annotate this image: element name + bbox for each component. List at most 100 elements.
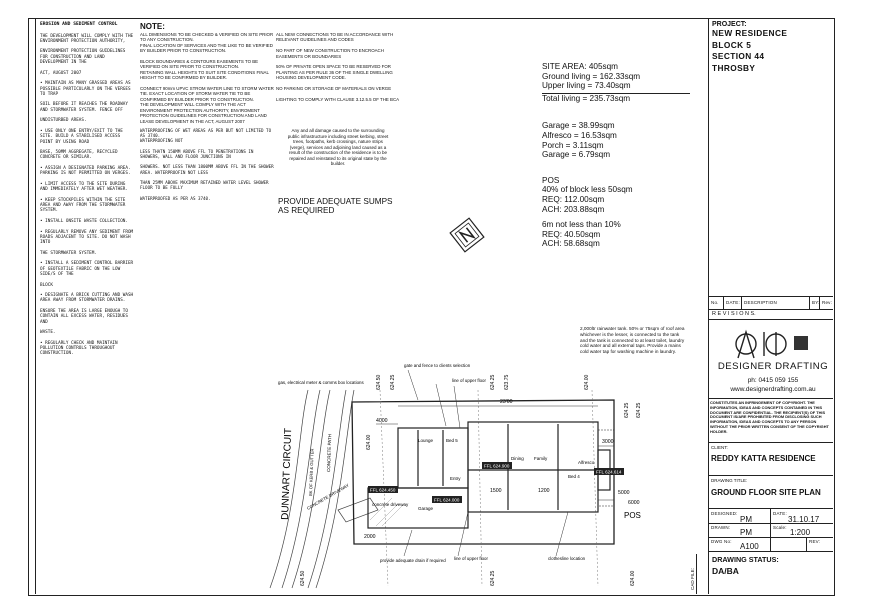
rev-col-no: No. bbox=[711, 300, 719, 305]
client-name: REDDY KATTA RESIDENCE bbox=[711, 454, 816, 463]
site-plan: DUNNART CIRCUIT BK OF KERB & GUTTER CONC… bbox=[269, 363, 642, 589]
block-boundary bbox=[351, 399, 615, 545]
contour-9: 624.00 bbox=[630, 570, 636, 586]
drain-note: provide adequate drain if required bbox=[380, 558, 446, 563]
pos-ach-2: ACH: 58.68sqm bbox=[542, 239, 600, 249]
dim-3: 5000 bbox=[618, 490, 630, 496]
copyright-note: CONSTITUTES AN INFRINGEMENT OF COPYRIGHT… bbox=[710, 400, 829, 434]
room-alfresco: Alfresco bbox=[578, 460, 595, 465]
note-waterproof: WATERPROOFING OF WET AREAS AS PER BUT NO… bbox=[140, 127, 274, 201]
revisions-label: R E V I S I O N S. bbox=[712, 311, 756, 317]
contour-3: 624.25 bbox=[490, 374, 496, 390]
scale-label: Scale: bbox=[773, 525, 787, 530]
pos-req-1: REQ: 112.00sqm bbox=[542, 194, 605, 204]
drawn-value: PM bbox=[740, 528, 752, 537]
upper-living: Upper living = 73.40sqm bbox=[542, 81, 631, 91]
ffl-4: FFL 624.614 bbox=[596, 470, 622, 475]
ffl-3: FFL 624.000 bbox=[434, 498, 460, 503]
pos-rule-2: 6m not less than 10% bbox=[542, 220, 621, 230]
note-panel: NOTE: ALL DIMENSIONS TO BE CHECKED & VER… bbox=[140, 22, 274, 201]
company-logo bbox=[735, 329, 808, 359]
rev-col-desc: DESCRIPTION bbox=[744, 300, 777, 305]
revisions-divider bbox=[708, 319, 833, 320]
sheet-border bbox=[28, 18, 835, 596]
dim-2: 3000 bbox=[602, 439, 614, 445]
rev-label: REV: bbox=[809, 539, 821, 544]
gate-note: gate and fence to clients selection bbox=[404, 363, 471, 368]
rev-col-rev: Rev: bbox=[822, 300, 833, 305]
cube-logo-icon bbox=[794, 336, 808, 350]
revisions-table: No. DATE: DESCRIPTION BY: Rev: bbox=[708, 296, 833, 310]
drawing-title-label: DRAWING TITLE: bbox=[711, 478, 748, 483]
dim-7: 2000 bbox=[364, 534, 376, 540]
tank-note: 2,000ltr rainwater tank. 50% or 75sqm of… bbox=[580, 326, 685, 355]
path-label: CONCRETE PATH bbox=[326, 434, 332, 472]
total-living: Total living = 235.73sqm bbox=[542, 93, 631, 103]
dim-0: 23'00 bbox=[500, 399, 513, 405]
drawing-title-divider bbox=[708, 475, 833, 476]
rev-col-date: DATE: bbox=[726, 300, 740, 305]
project-line-2: BLOCK 5 bbox=[712, 39, 752, 50]
dwg-label: DWG No: bbox=[711, 539, 732, 544]
note-text-1: ALL DIMENSIONS TO BE CHECKED & VERIFIED … bbox=[140, 32, 274, 124]
status-value: DA/BA bbox=[712, 566, 739, 576]
dim-1: 4000 bbox=[376, 418, 388, 424]
project-line-1: NEW RESIDENCE bbox=[712, 28, 788, 38]
dwg-value: A100 bbox=[740, 542, 759, 551]
ffl-2: FFL 624.450 bbox=[370, 488, 396, 493]
sumps-note: PROVIDE ADEQUATE SUMPS AS REQUIRED bbox=[278, 197, 393, 215]
client-divider bbox=[708, 442, 833, 443]
dim-4: 6000 bbox=[628, 500, 640, 506]
dimension-labels: 23'00 4000 3000 5000 6000 1500 1200 2000 bbox=[364, 399, 640, 540]
note-panel-2: ALL NEW CONNECTIONS TO BE IN ACCORDANCE … bbox=[276, 32, 406, 102]
dim-5: 1500 bbox=[490, 488, 502, 494]
upper-floor-note-1: line of upper floor bbox=[452, 378, 486, 383]
contour-1: 624.25 bbox=[390, 374, 396, 390]
contour-10: 624.50 bbox=[300, 570, 306, 586]
company-name: DESIGNER DRAFTING bbox=[717, 361, 829, 372]
room-garage: Garage bbox=[418, 506, 434, 511]
erosion-heading: EROSION AND SEDIMENT CONTROL bbox=[40, 22, 118, 27]
total-divider bbox=[542, 92, 690, 94]
note-text-2: ALL NEW CONNECTIONS TO BE IN ACCORDANCE … bbox=[276, 32, 400, 102]
client-label: CLIENT: bbox=[711, 445, 728, 450]
gas-note: gas, electrical meter & comms box locati… bbox=[278, 380, 364, 385]
scale-value: 1:200 bbox=[790, 528, 811, 537]
contour-labels: 624.50 624.25 624.00 624.25 623.75 624.0… bbox=[300, 374, 642, 586]
contour-7: 624.25 bbox=[636, 402, 642, 418]
pos-label: POS bbox=[624, 511, 641, 520]
ffl-1: FFL 624.900 bbox=[484, 464, 510, 469]
concrete-driveway: concrete driveway bbox=[372, 502, 409, 507]
room-family: Family bbox=[534, 456, 548, 461]
erosion-text: THE DEVELOPMENT WILL COMPLY WITH THE ENV… bbox=[40, 33, 134, 357]
garage2-area: Garage = 6.79sqm bbox=[542, 150, 611, 160]
kerb-label: BK OF KERB & GUTTER bbox=[308, 448, 315, 496]
contour-2: 624.00 bbox=[366, 434, 372, 450]
left-margin-line bbox=[35, 18, 36, 594]
driveway-hatch bbox=[369, 497, 405, 527]
room-bed4: Bed 4 bbox=[568, 474, 580, 479]
alfresco-area: Alfresco = 16.53sqm bbox=[542, 130, 617, 140]
room-dining: Dining bbox=[511, 456, 524, 461]
contours bbox=[379, 389, 599, 587]
company-phone: ph: 0415 059 155 bbox=[747, 377, 799, 384]
damage-text: Any and all damage caused to the surroun… bbox=[287, 128, 389, 166]
note-heading: NOTE: bbox=[140, 22, 165, 31]
erosion-panel: EROSION AND SEDIMENT CONTROL THE DEVELOP… bbox=[40, 22, 134, 357]
upper-floor-note-2: line of upper floor bbox=[454, 556, 488, 561]
areas-panel: SITE AREA: 405sqm Ground living = 162.33… bbox=[542, 62, 692, 249]
garage-area: Garage = 38.99sqm bbox=[542, 121, 615, 131]
dim-6: 1200 bbox=[538, 488, 550, 494]
company-web: www.designerdrafting.com.au bbox=[730, 386, 816, 393]
dimension-lines bbox=[376, 405, 614, 501]
project-label: PROJECT: bbox=[712, 21, 747, 28]
designed-value: PM bbox=[740, 515, 752, 524]
date-label: DATE: bbox=[773, 511, 787, 516]
drawn-label: DRAWN: bbox=[711, 525, 731, 530]
compass-logo-icon bbox=[735, 329, 787, 359]
designed-label: DESIGNED: bbox=[711, 511, 738, 516]
porch-area: Porch = 3.11sqm bbox=[542, 140, 604, 150]
ffl-labels: FFL 624.900 FFL 624.450 FFL 624.000 FFL … bbox=[368, 462, 624, 503]
room-lounge: Lounge bbox=[418, 438, 434, 443]
site-area: SITE AREA: 405sqm bbox=[542, 62, 618, 71]
